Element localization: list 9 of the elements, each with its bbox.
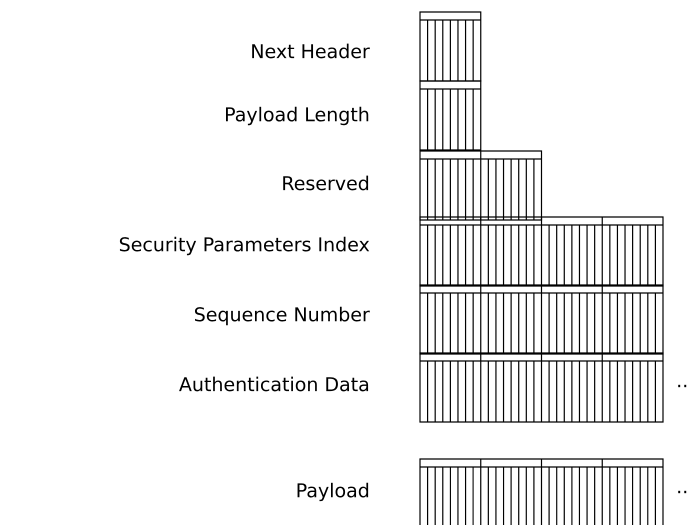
field-label: Security Parameters Index: [120, 236, 370, 256]
field-label: Authentication Data: [179, 376, 368, 392]
field-label: Next Header: [252, 44, 370, 58]
ellipsis: ..: [678, 384, 686, 388]
field-label: Payload: [298, 482, 368, 502]
field-label: Reserved: [283, 176, 368, 190]
ellipsis: ..: [678, 490, 686, 494]
field-label: Payload Length: [226, 106, 368, 126]
field-label: Sequence Number: [194, 306, 370, 326]
